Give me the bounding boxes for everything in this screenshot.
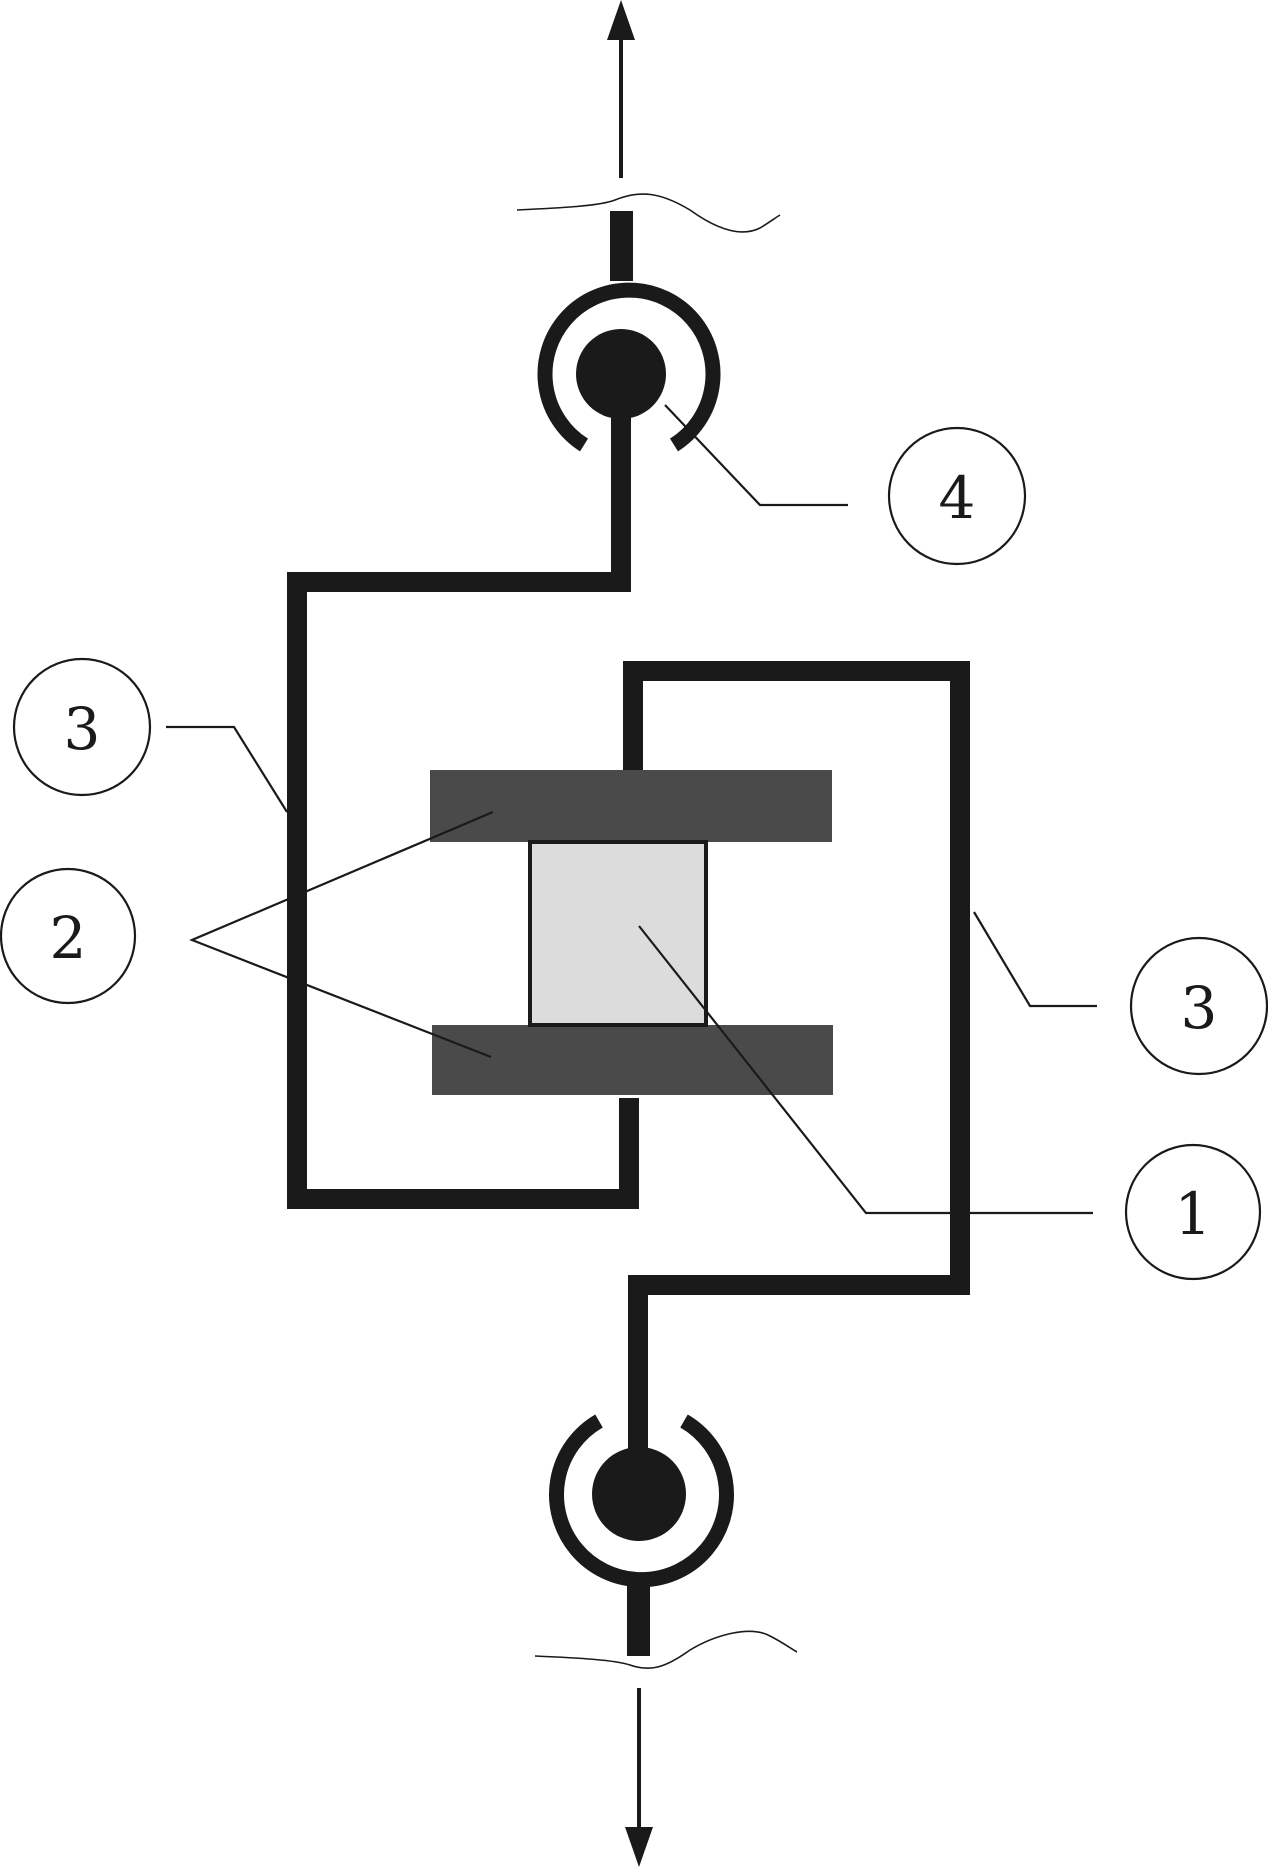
- top-arrow-head: [607, 0, 635, 40]
- top-pin: [576, 329, 666, 419]
- specimen-block: [528, 840, 708, 1027]
- pin-joint-icon: [537, 282, 721, 452]
- pin-joint-icon: [549, 1414, 734, 1588]
- callout-frame-right: 3: [1129, 936, 1268, 1076]
- arrow-up-icon: [607, 0, 635, 178]
- leader-frame-right: [973, 911, 1097, 1008]
- lower-plate: [432, 1025, 833, 1095]
- leader-specimen: [638, 925, 1093, 1215]
- bottom-pin: [592, 1447, 686, 1541]
- break-line-icon: [516, 193, 781, 233]
- top-pin-socket: [537, 282, 721, 452]
- break-line-icon: [534, 1630, 798, 1670]
- callout-number: 1: [1175, 1180, 1212, 1248]
- callout-number: 4: [939, 464, 976, 532]
- bottom-rod-stub: [627, 1585, 650, 1656]
- upper-plate: [430, 770, 832, 842]
- callout-frame-left: 3: [12, 657, 152, 797]
- leader-frame-left: [166, 725, 288, 813]
- right-frame-bar: [623, 661, 970, 1455]
- callout-plates: 2: [0, 867, 137, 1005]
- bottom-pin-socket: [549, 1414, 734, 1588]
- callout-specimen: 1: [1124, 1143, 1262, 1281]
- callout-number: 3: [64, 695, 101, 763]
- leader-plates: [189, 810, 494, 1059]
- callout-number: 3: [1181, 974, 1218, 1042]
- top-rod-stub: [610, 211, 633, 281]
- bottom-arrow-head: [625, 1827, 653, 1867]
- left-frame-bar: [287, 415, 639, 1209]
- leader-lines: [166, 404, 1097, 1215]
- callout-pin-joint: 4: [887, 426, 1027, 566]
- callout-number: 2: [50, 904, 87, 972]
- leader-pin-joint: [664, 404, 848, 507]
- arrow-down-icon: [625, 1688, 653, 1867]
